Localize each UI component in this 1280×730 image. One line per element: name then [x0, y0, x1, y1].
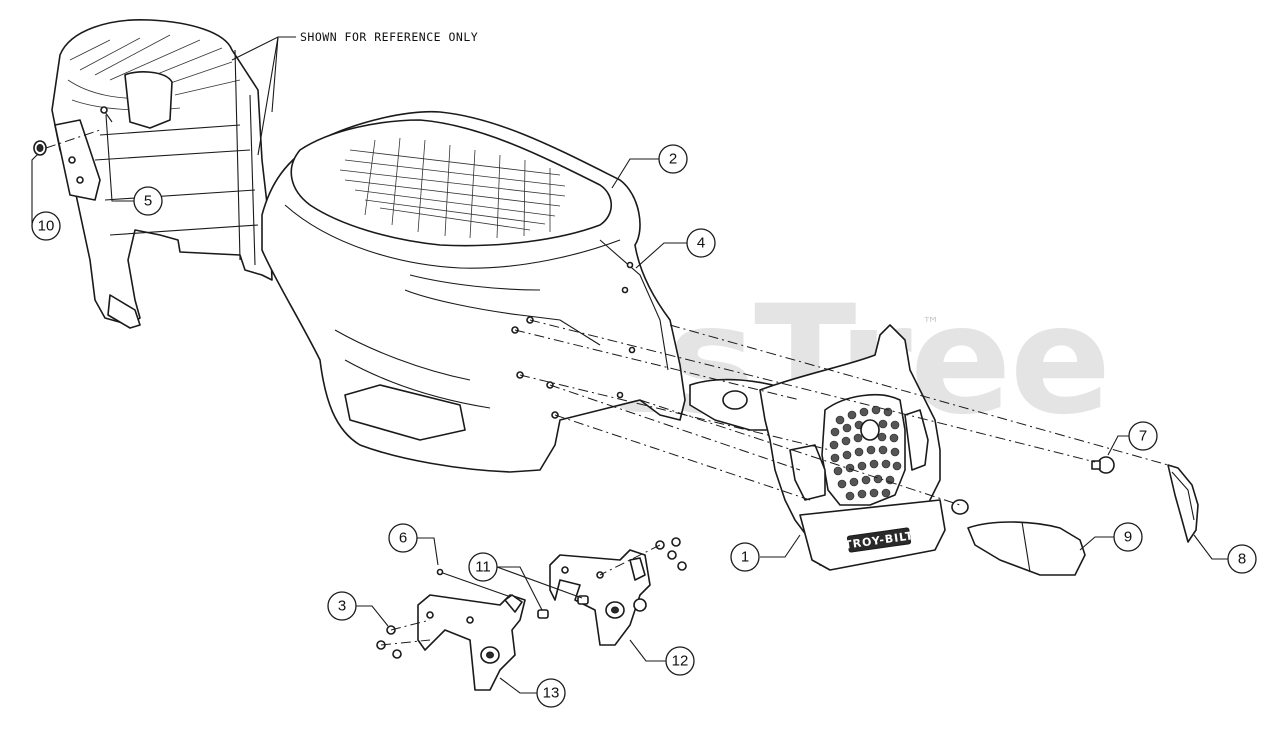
- callout-8: 8: [1227, 544, 1257, 574]
- callout-4-label: 4: [697, 235, 705, 252]
- part-3-screws: [376, 537, 687, 659]
- part-8-lens: [1167, 464, 1199, 543]
- callout-7-label: 7: [1139, 428, 1147, 445]
- callout-11-label: 11: [475, 559, 491, 576]
- watermark-trademark: ™: [922, 314, 940, 335]
- nameplate-badge: [846, 527, 912, 553]
- callout-13-label: 13: [543, 685, 560, 702]
- callout-1: 1: [730, 542, 760, 572]
- reference-note-text: SHOWN FOR REFERENCE ONLY: [300, 30, 478, 44]
- part-12-bracket-right: [549, 549, 651, 646]
- callout-10: 10: [31, 211, 61, 241]
- callout-2-label: 2: [669, 151, 677, 168]
- callout-1-label: 1: [741, 549, 749, 566]
- part-11-bolts: [537, 595, 589, 619]
- callout-9-label: 9: [1124, 529, 1132, 546]
- part-5-pushpin: [100, 106, 113, 123]
- callout-5: 5: [133, 186, 163, 216]
- callout-10-label: 10: [38, 218, 55, 235]
- callout-2: 2: [658, 144, 688, 174]
- callout-4: 4: [686, 228, 716, 258]
- callout-6: 6: [388, 523, 418, 553]
- callout-9: 9: [1113, 522, 1143, 552]
- reference-note: SHOWN FOR REFERENCE ONLY: [231, 30, 478, 156]
- callout-12-label: 12: [672, 653, 689, 670]
- callout-3: 3: [327, 591, 357, 621]
- callout-3-label: 3: [338, 598, 346, 615]
- assembly-lines: [45, 129, 1169, 646]
- part-10-plug: [33, 140, 47, 156]
- callout-13: 13: [536, 678, 566, 708]
- dash-panel-reference: [51, 19, 273, 329]
- grille-honeycomb: [829, 405, 902, 501]
- part-1-front-grille: TROY-BILT: [689, 324, 946, 571]
- part-2-hood: [261, 110, 686, 473]
- callout-6-label: 6: [399, 530, 407, 547]
- part-6-rod: [436, 568, 509, 597]
- callout-11: 11: [468, 552, 498, 582]
- callout-12: 12: [665, 646, 695, 676]
- callout-8-label: 8: [1238, 551, 1246, 568]
- callout-5-label: 5: [144, 193, 152, 210]
- callout-7: 7: [1128, 421, 1158, 451]
- part-13-bracket-left: [417, 594, 526, 691]
- part-9-headlight: [951, 499, 1086, 576]
- callout-leaders: [31, 114, 1228, 694]
- part-7-pin: [1091, 456, 1115, 474]
